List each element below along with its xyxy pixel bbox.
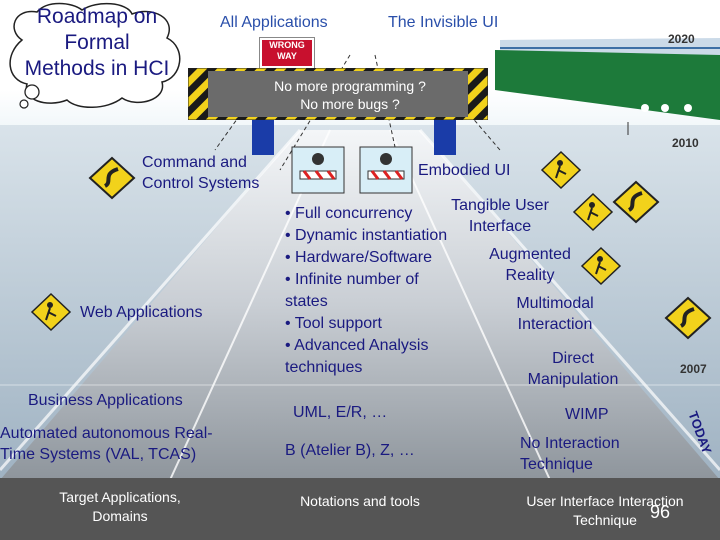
wrong-way-line2: WAY: [277, 51, 297, 61]
road-closed-icon: [291, 146, 413, 194]
invisible-ui-label: The Invisible UI: [388, 14, 499, 31]
ui-technique-caption: User Interface Interaction Technique: [500, 492, 710, 530]
road-work-icon: [572, 192, 614, 232]
year-2010: 2010: [672, 136, 699, 150]
wimp-label: WIMP: [565, 406, 609, 423]
list-item: • Advanced Analysis: [285, 337, 429, 354]
targets-line2: Domains: [92, 508, 148, 524]
road-work-icon: [580, 246, 622, 286]
cloud-shape: [9, 2, 181, 109]
ui-line2: Technique: [573, 512, 637, 528]
target-applications-caption: Target Applications, Domains: [30, 488, 210, 526]
year-2007: 2007: [680, 362, 707, 376]
business-applications-label: Business Applications: [28, 392, 183, 409]
wrong-way-line1: WRONG: [269, 40, 305, 50]
tangible-ui-label: Tangible User Interface: [430, 195, 570, 237]
b-atelier-label: B (Atelier B), Z, …: [285, 442, 415, 459]
command-control-label: Command and Control Systems: [142, 152, 259, 194]
barrier-post-right: [434, 120, 456, 155]
tangible-line1: Tangible User: [451, 197, 549, 214]
automated-systems-label: Automated autonomous Real- Time Systems …: [0, 423, 213, 465]
uml-label: UML, E/R, …: [293, 404, 388, 421]
multimodal-label: Multimodal Interaction: [490, 293, 620, 335]
cloud-title: Roadmap on Formal Methods in HCI: [24, 5, 170, 80]
augmented-line1: Augmented: [489, 246, 571, 263]
direct-line2: Manipulation: [527, 371, 619, 388]
all-applications-label: All Applications: [220, 14, 328, 31]
bottom-legend-bar: [0, 478, 720, 540]
wrong-way-sign: WRONG WAY: [260, 38, 314, 68]
list-item: techniques: [285, 359, 363, 376]
curve-warning-icon: [88, 156, 136, 200]
list-item: • Full concurrency: [285, 205, 413, 222]
barrier-banner: [188, 68, 488, 120]
ui-line1: User Interface Interaction: [526, 493, 684, 509]
list-item: • Infinite number of: [285, 271, 419, 288]
nointeraction-line2: Technique: [520, 456, 593, 473]
list-item: states: [285, 293, 328, 310]
multimodal-line2: Interaction: [517, 316, 593, 333]
tangible-line2: Interface: [468, 218, 532, 235]
curve-warning-icon: [664, 296, 712, 340]
curve-warning-icon: [612, 180, 660, 224]
banner-line1: No more programming ?: [274, 78, 426, 94]
direct-manipulation-label: Direct Manipulation: [508, 348, 638, 390]
list-item: • Tool support: [285, 315, 382, 332]
augmented-line2: Reality: [505, 267, 555, 284]
nointeraction-line1: No Interaction: [520, 435, 620, 452]
requirements-list: • Full concurrency • Dynamic instantiati…: [285, 203, 447, 379]
command-line1: Command and: [142, 154, 247, 171]
embodied-ui-label: Embodied UI: [418, 162, 511, 179]
direct-line1: Direct: [552, 350, 594, 367]
multimodal-line1: Multimodal: [516, 295, 594, 312]
page-number: 96: [650, 502, 671, 522]
targets-line1: Target Applications,: [59, 489, 181, 505]
list-item: • Hardware/Software: [285, 249, 432, 266]
automated-line2: Time Systems (VAL, TCAS): [0, 446, 197, 463]
year-2020: 2020: [668, 32, 695, 46]
road-work-icon: [30, 292, 72, 332]
notations-caption: Notations and tools: [300, 493, 420, 509]
augmented-reality-label: Augmented Reality: [460, 244, 600, 286]
no-interaction-label: No Interaction Technique: [520, 433, 650, 475]
barrier-text: No more programming ? No more bugs ?: [205, 77, 495, 113]
automated-line1: Automated autonomous Real-: [0, 425, 213, 442]
list-item: • Dynamic instantiation: [285, 227, 448, 244]
command-line2: Control Systems: [142, 175, 260, 192]
web-applications-label: Web Applications: [80, 304, 203, 321]
road-work-icon: [540, 150, 582, 190]
banner-line2: No more bugs ?: [300, 96, 400, 112]
barrier-post-left: [252, 120, 274, 155]
